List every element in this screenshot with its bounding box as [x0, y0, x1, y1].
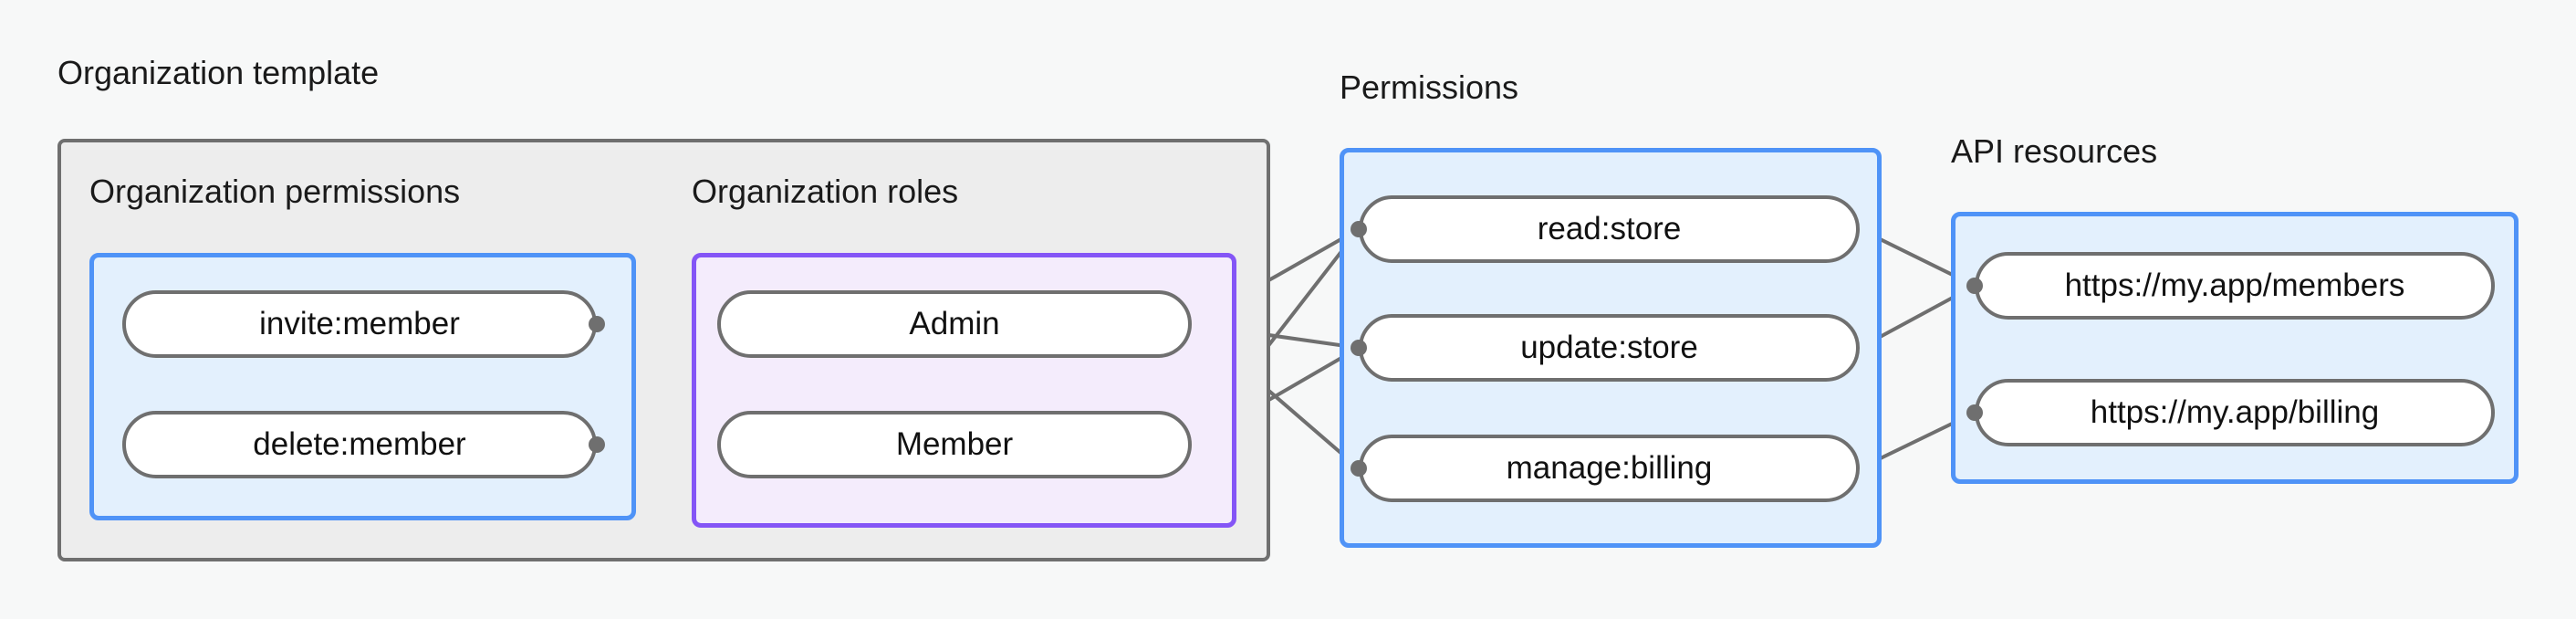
- node-invite-member[interactable]: invite:member: [122, 290, 597, 358]
- permissions-title: Permissions: [1340, 68, 1519, 106]
- port-invite-member-right: [589, 316, 605, 332]
- organization-permissions-title: Organization permissions: [89, 173, 461, 210]
- port-update-store-left: [1351, 340, 1367, 356]
- node-read-store[interactable]: read:store: [1359, 195, 1860, 263]
- node-update-store[interactable]: update:store: [1359, 314, 1860, 382]
- port-manage-billing-left: [1351, 460, 1367, 477]
- node-member[interactable]: Member: [717, 411, 1192, 478]
- node-update-store-label: update:store: [1520, 330, 1698, 365]
- node-manage-billing[interactable]: manage:billing: [1359, 435, 1860, 502]
- node-admin[interactable]: Admin: [717, 290, 1192, 358]
- node-delete-member[interactable]: delete:member: [122, 411, 597, 478]
- node-invite-member-label: invite:member: [259, 306, 460, 341]
- api-resources-title: API resources: [1951, 132, 2158, 170]
- port-url-members-left: [1966, 278, 1983, 294]
- organization-template-title: Organization template: [57, 54, 380, 91]
- node-admin-label: Admin: [909, 306, 1000, 341]
- node-read-store-label: read:store: [1537, 211, 1682, 247]
- node-member-label: Member: [895, 426, 1014, 462]
- node-manage-billing-label: manage:billing: [1506, 450, 1713, 486]
- node-delete-member-label: delete:member: [253, 426, 466, 462]
- node-url-billing[interactable]: https://my.app/billing: [1975, 379, 2495, 446]
- node-url-members[interactable]: https://my.app/members: [1975, 252, 2495, 320]
- port-delete-member-right: [589, 436, 605, 453]
- node-url-members-label: https://my.app/members: [2064, 268, 2405, 303]
- port-read-store-left: [1351, 221, 1367, 237]
- port-url-billing-left: [1966, 404, 1983, 421]
- node-url-billing-label: https://my.app/billing: [2090, 394, 2380, 430]
- organization-roles-title: Organization roles: [692, 173, 959, 210]
